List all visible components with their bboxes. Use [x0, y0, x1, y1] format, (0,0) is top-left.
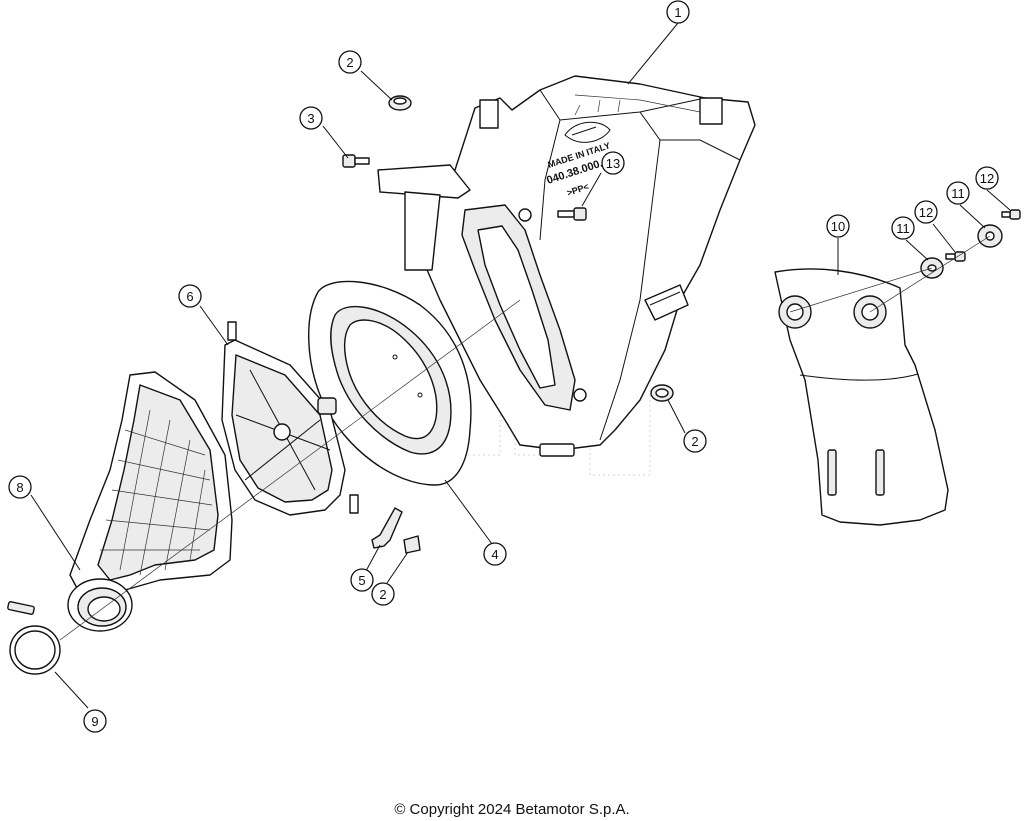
- screw-12a: [945, 251, 966, 262]
- callout-13: 13: [601, 151, 625, 175]
- callout-circle: [914, 200, 938, 224]
- callout-label: 11: [951, 186, 965, 201]
- bolt-3: [342, 154, 370, 168]
- air-filter-element: [308, 280, 472, 486]
- callout-label: 10: [831, 219, 845, 234]
- callout-label: 2: [691, 434, 698, 449]
- callout-5: 5: [350, 568, 374, 592]
- side-cover: [774, 268, 949, 526]
- callout-circle: [683, 429, 707, 453]
- callout-12b: 12: [975, 166, 999, 190]
- callout-2c: 2: [371, 582, 395, 606]
- callout-circle: [601, 151, 625, 175]
- callout-circle: [83, 709, 107, 733]
- callout-2b: 2: [683, 429, 707, 453]
- callout-10: 10: [826, 214, 850, 238]
- callout-4: 4: [483, 542, 507, 566]
- callout-circle: [350, 568, 374, 592]
- callout-circle: [946, 181, 970, 205]
- callout-label: 6: [186, 289, 193, 304]
- callout-9: 9: [83, 709, 107, 733]
- callout-8: 8: [8, 475, 32, 499]
- grommet-right: [650, 384, 674, 402]
- callout-label: 9: [91, 714, 98, 729]
- copyright-notice: © Copyright 2024 Betamotor S.p.A.: [394, 801, 630, 818]
- callout-circle: [338, 50, 362, 74]
- callout-circle: [299, 106, 323, 130]
- clip-5: [371, 507, 403, 549]
- callout-label: 1: [674, 5, 681, 20]
- grommet-lower: [403, 535, 421, 554]
- callout-label: 12: [980, 171, 994, 186]
- callout-1: 1: [666, 0, 690, 24]
- callout-circle: [666, 0, 690, 24]
- callout-circle: [826, 214, 850, 238]
- callout-label: 2: [379, 587, 386, 602]
- callout-label: 13: [606, 156, 620, 171]
- callout-circle: [891, 216, 915, 240]
- filter-cage: [221, 321, 359, 516]
- intake-duct: [67, 371, 233, 632]
- hose-clamp: [7, 601, 61, 675]
- callout-label: 4: [491, 547, 498, 562]
- callout-label: 3: [307, 111, 314, 126]
- callout-label: 11: [896, 221, 910, 236]
- leader-lines: [30, 22, 1011, 709]
- callout-6: 6: [178, 284, 202, 308]
- callout-label: 5: [358, 573, 365, 588]
- grommet-upper: [388, 95, 412, 111]
- callout-label: 2: [346, 55, 353, 70]
- callout-circle: [483, 542, 507, 566]
- bolt-13: [557, 207, 587, 221]
- callout-12a: 12: [914, 200, 938, 224]
- callout-3: 3: [299, 106, 323, 130]
- callout-label: 12: [919, 205, 933, 220]
- airbox-housing: MADE IN ITALY 040.38.000.00 >PP<: [377, 75, 756, 457]
- callout-label: 8: [16, 480, 23, 495]
- callout-circle: [371, 582, 395, 606]
- callout-circle: [975, 166, 999, 190]
- callout-11a: 11: [891, 216, 915, 240]
- callout-11b: 11: [946, 181, 970, 205]
- callout-circle: [178, 284, 202, 308]
- callout-circle: [8, 475, 32, 499]
- screw-12b: [1001, 209, 1021, 220]
- callout-2a: 2: [338, 50, 362, 74]
